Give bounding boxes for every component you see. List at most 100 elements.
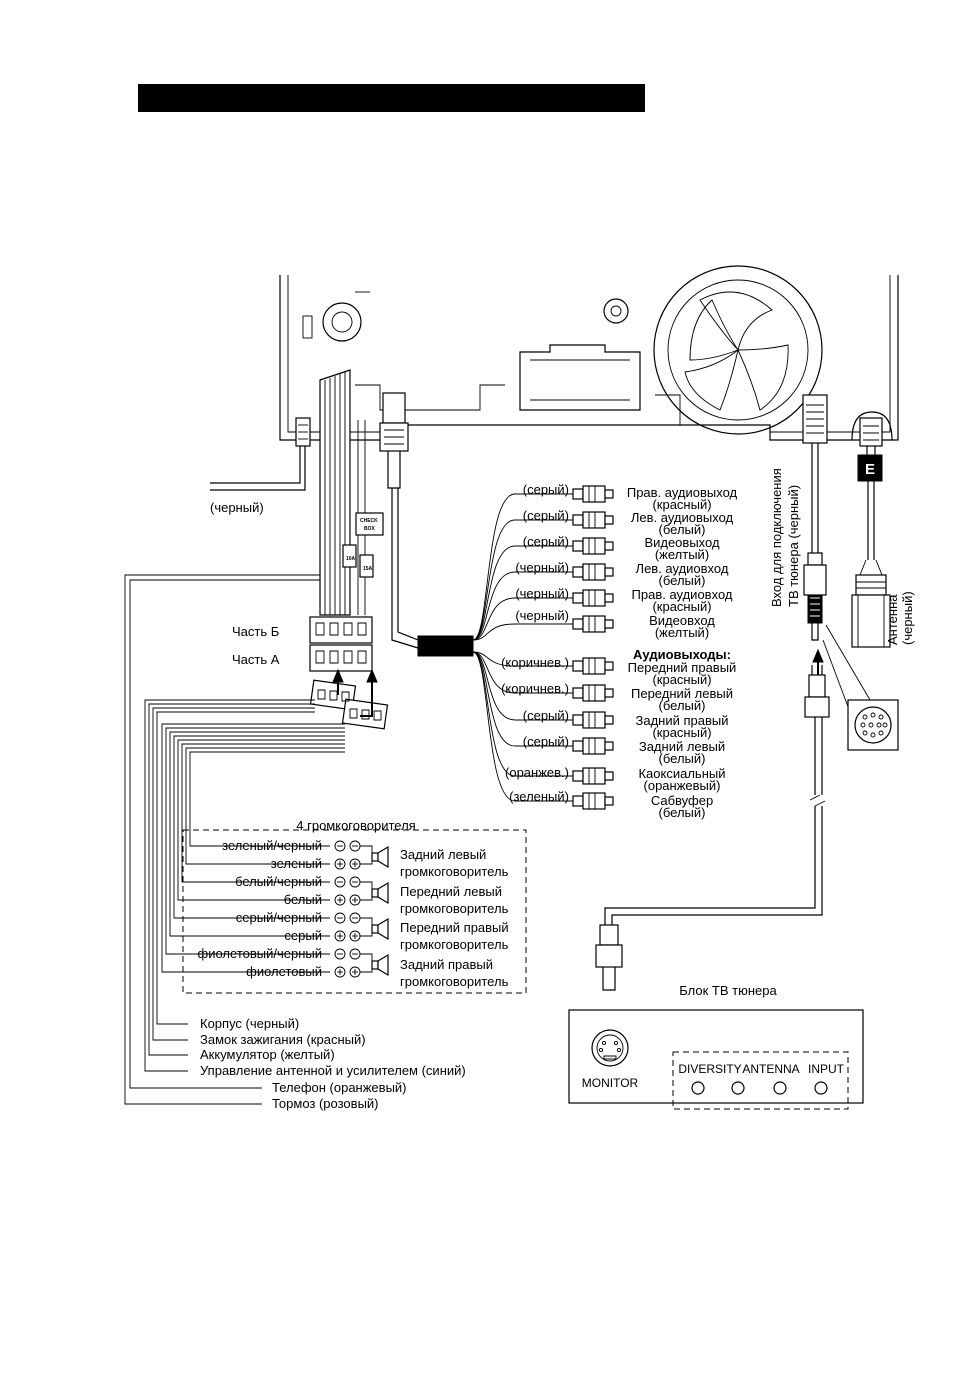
rca-wire — [472, 651, 573, 802]
rca-top-desc-3b: (желтый) — [655, 547, 709, 562]
antenna-plug — [857, 454, 883, 482]
rca-bottom-desc-6b: (белый) — [659, 805, 706, 820]
speaker-label-1a: Задний левый — [400, 847, 486, 862]
speaker-icon — [360, 845, 389, 869]
fuse-b-label: 15A — [363, 566, 373, 572]
antenna-label: Антенна (черный) — [885, 591, 915, 645]
speaker-label-4b: громкоговоритель — [400, 974, 509, 989]
rca-wire — [472, 623, 573, 641]
speaker-label-3a: Передний правый — [400, 920, 509, 935]
plus-terminal-icon — [334, 966, 361, 978]
rca-plug — [572, 767, 614, 785]
speaker-label-3b: громкоговоритель — [400, 937, 509, 952]
rca-wire — [472, 571, 573, 641]
black-wire-label: (черный) — [210, 500, 264, 515]
rca-bottom-desc-3a: Задний правый — [636, 713, 729, 728]
part-b-label: Часть Б — [232, 624, 279, 639]
rca-bottom-color-2: (коричнев.) — [501, 681, 569, 696]
diversity-port[interactable] — [691, 1081, 705, 1095]
rca-bottom-desc-2b: (белый) — [659, 698, 706, 713]
rca-bottom-desc-1a: Передний правый — [628, 660, 737, 675]
rca-wire — [472, 651, 573, 694]
rca-top-desc-2b: (белый) — [659, 522, 706, 537]
antenna-port[interactable] — [773, 1081, 787, 1095]
tuner-block — [568, 1009, 864, 1104]
tuner-ports-box — [672, 1051, 849, 1110]
tuner-block-title: Блок ТВ тюнера — [679, 983, 777, 998]
rca-plug — [572, 485, 614, 503]
rca-plug — [572, 563, 614, 581]
rca-plug — [572, 737, 614, 755]
rca-top-desc-5b: (красный) — [652, 599, 711, 614]
power-wire-label-2: Замок зажигания (красный) — [200, 1032, 366, 1047]
diversity-port-2[interactable] — [731, 1081, 745, 1095]
rca-fan-wires — [472, 493, 573, 802]
rca-bottom-desc-1b: (красный) — [652, 672, 711, 687]
rca-plug — [572, 711, 614, 729]
tv-input-label: Вход для подключения ТВ тюнера (черный) — [769, 468, 801, 607]
black-wire — [210, 417, 311, 491]
rca-wire — [472, 597, 573, 641]
rca-wire — [472, 519, 573, 641]
power-wire-bundle — [124, 574, 345, 1105]
part-a-label: Часть А — [232, 652, 280, 667]
speaker-wire-label-6: серый — [284, 928, 322, 943]
speaker-label-2b: громкоговоритель — [400, 901, 509, 916]
fuse-a-label: 10A — [346, 556, 356, 562]
minus-terminal-icon — [334, 912, 361, 924]
rca-top-desc-3a: Видеовыход — [644, 535, 720, 550]
rca-top-desc-6a: Видеовход — [649, 613, 715, 628]
rca-plug — [572, 511, 614, 529]
speaker-wire-label-5: серый/черный — [236, 910, 322, 925]
rca-top-color-4: (черный) — [515, 560, 569, 575]
speaker-wire-label-4: белый — [284, 892, 322, 907]
antenna-plug-letter: E — [865, 461, 875, 478]
input-port[interactable] — [814, 1081, 828, 1095]
rca-cable — [379, 392, 474, 657]
speaker-icon — [360, 917, 389, 941]
rca-bottom-desc-5a: Каоксиальный — [638, 766, 725, 781]
main-harness — [319, 369, 384, 616]
speaker-wire-label-2: зеленый — [271, 856, 322, 871]
rca-splitter — [417, 635, 474, 657]
speaker-wire-label-8: фиолетовый — [246, 964, 322, 979]
rca-top-desc-4a: Лев. аудиовход — [636, 561, 729, 576]
power-wire-label-6: Тормоз (розовый) — [272, 1096, 379, 1111]
rca-top-desc-5a: Прав. аудиовход — [632, 587, 733, 602]
rca-plug — [572, 684, 614, 702]
tuner-port-input: INPUT — [808, 1062, 845, 1076]
rca-plug — [572, 589, 614, 607]
rca-bottom-desc-5b: (оранжевый) — [644, 778, 721, 793]
rca-bottom-color-6: (зеленый) — [509, 789, 569, 804]
tuner-port-diversity: DIVERSITY — [678, 1062, 741, 1076]
minus-terminal-icon — [334, 840, 361, 852]
rca-bottom-desc-6a: Сабвуфер — [651, 793, 713, 808]
antenna-label-2: (черный) — [900, 591, 915, 645]
speaker-wire-label-7: фиолетовый/черный — [198, 946, 322, 961]
tuner-port-monitor: MONITOR — [582, 1076, 639, 1090]
tv-input-label-2: ТВ тюнера (черный) — [786, 485, 801, 607]
rca-top-color-6: (черный) — [515, 608, 569, 623]
rca-plugs — [572, 485, 614, 810]
speaker-label-4a: Задний правый — [400, 957, 493, 972]
antenna-label-1: Антенна — [885, 594, 900, 645]
check-box-label-2: BOX — [364, 526, 376, 532]
power-wire-label-4: Управление антенной и усилителем (синий) — [200, 1063, 466, 1078]
tv-input-label-1: Вход для подключения — [769, 468, 784, 607]
rca-bottom-desc-2a: Передний левый — [631, 686, 733, 701]
rca-wire — [472, 493, 573, 641]
rca-plug — [572, 537, 614, 555]
speaker-label-2a: Передний левый — [400, 884, 502, 899]
iso-connectors — [309, 616, 373, 672]
speakers-title: 4 громкоговорителя — [296, 818, 415, 833]
power-wire-label-3: Аккумулятор (желтый) — [200, 1047, 335, 1062]
rca-top-color-1: (серый) — [523, 482, 569, 497]
rca-bottom-desc-4b: (белый) — [659, 751, 706, 766]
monitor-port[interactable] — [591, 1029, 629, 1067]
mating-plugs — [309, 668, 389, 730]
rca-bottom-color-4: (серый) — [523, 734, 569, 749]
rca-bottom-color-3: (серый) — [523, 708, 569, 723]
rca-plug — [572, 792, 614, 810]
rca-top-desc-1a: Прав. аудиовыход — [627, 485, 738, 500]
